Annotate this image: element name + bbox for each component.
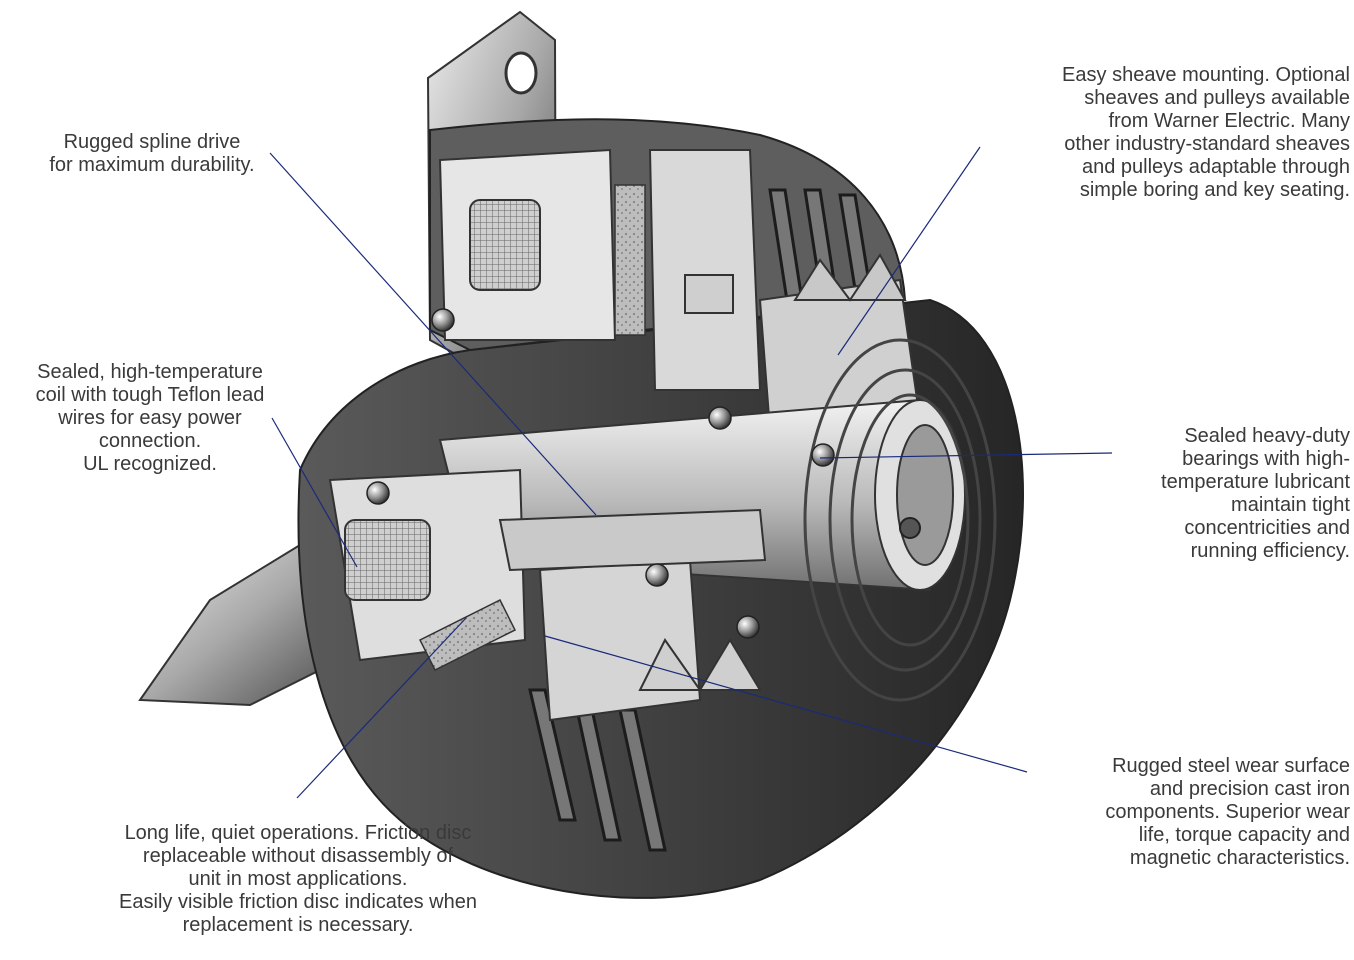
- leader-line-spline: [269, 152, 597, 516]
- callout-line: other industry-standard sheaves: [1064, 133, 1350, 155]
- callout-line: UL recognized.: [83, 453, 217, 475]
- callout-line: replacement is necessary.: [182, 914, 414, 936]
- callout-sealed-bearings: Sealed heavy-duty bearings with high- te…: [1110, 425, 1350, 563]
- leader-line-sheave: [837, 146, 981, 356]
- callout-sealed-coil: Sealed, high-temperature coil with tough…: [0, 361, 300, 476]
- leader-lines: [269, 146, 1113, 799]
- callout-line: Sealed heavy-duty: [1184, 425, 1350, 447]
- callout-line: simple boring and key seating.: [1079, 179, 1350, 201]
- lower-cutaway-section: [328, 468, 767, 722]
- callout-line: life, torque capacity and: [1138, 824, 1350, 846]
- callout-line: maintain tight: [1231, 494, 1350, 516]
- bearing-balls: [366, 308, 835, 639]
- callout-line: wires for easy power: [58, 407, 242, 429]
- callout-line: Long life, quiet operations. Friction di…: [124, 822, 472, 844]
- upper-cutaway-section: [438, 148, 922, 432]
- leader-line-coil: [271, 417, 358, 568]
- callout-line: and pulleys adaptable through: [1082, 156, 1350, 178]
- callout-line: Rugged steel wear surface: [1112, 755, 1350, 777]
- leader-line-bearings: [819, 452, 1113, 459]
- callout-line: components. Superior wear: [1105, 801, 1350, 823]
- callout-line: temperature lubricant: [1161, 471, 1350, 493]
- end-rings: [803, 338, 997, 702]
- callout-line: from Warner Electric. Many: [1108, 110, 1350, 132]
- callout-line: concentricities and: [1184, 517, 1350, 539]
- callout-spline-drive: Rugged spline drive for maximum durabili…: [18, 131, 286, 177]
- callout-line: and precision cast iron: [1149, 778, 1350, 800]
- leader-line-wear: [544, 635, 1028, 773]
- leader-line-friction: [296, 617, 467, 799]
- callout-line: bearings with high-: [1182, 448, 1350, 470]
- callout-line: connection.: [98, 430, 202, 452]
- callout-friction-disc: Long life, quiet operations. Friction di…: [68, 822, 528, 937]
- callout-line: replaceable without disassembly of: [142, 845, 454, 867]
- callout-line: unit in most applications.: [188, 868, 408, 890]
- callout-line: sheaves and pulleys available: [1084, 87, 1350, 109]
- callout-line: Easy sheave mounting. Optional: [1062, 64, 1350, 86]
- callout-line: Rugged spline drive: [63, 131, 241, 153]
- callout-line: Sealed, high-temperature: [37, 361, 263, 383]
- callout-line: coil with tough Teflon lead: [35, 384, 265, 406]
- callout-line: for maximum durability.: [49, 154, 255, 176]
- callout-line: running efficiency.: [1190, 540, 1350, 562]
- callout-line: Easily visible friction disc indicates w…: [119, 891, 477, 913]
- callout-wear-surface: Rugged steel wear surface and precision …: [1040, 755, 1350, 870]
- callout-sheave-mounting: Easy sheave mounting. Optional sheaves a…: [986, 64, 1350, 202]
- callout-line: magnetic characteristics.: [1129, 847, 1350, 869]
